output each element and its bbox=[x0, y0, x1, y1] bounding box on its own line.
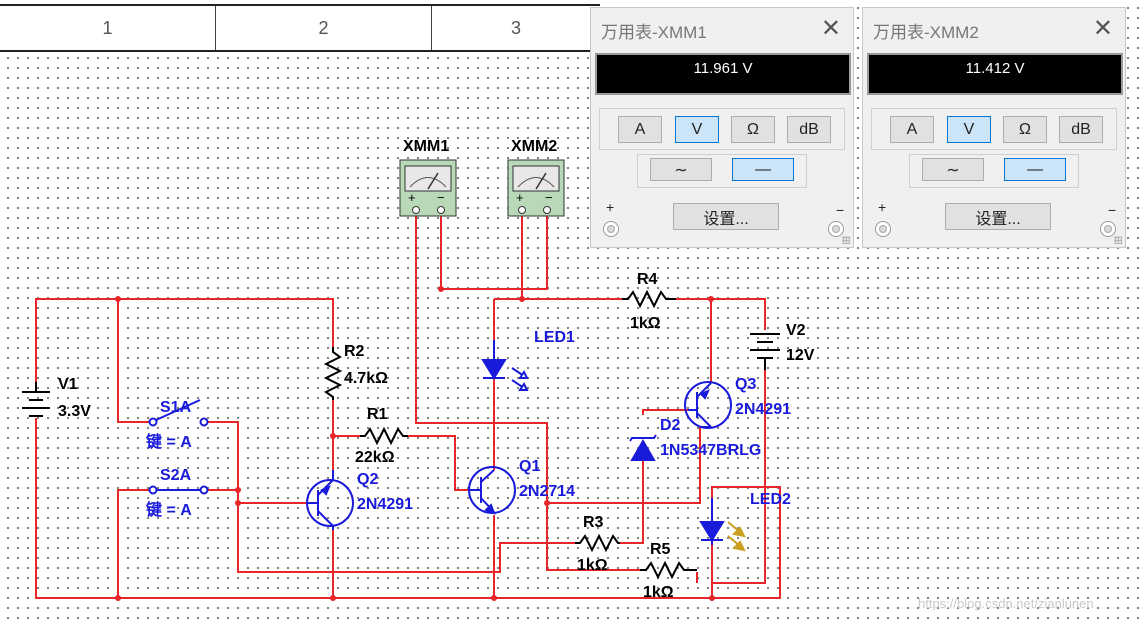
resistor-r2[interactable] bbox=[323, 347, 343, 400]
s2a-key: 键 = A bbox=[145, 500, 192, 519]
led-2[interactable] bbox=[699, 498, 746, 552]
r5-name: R5 bbox=[650, 541, 671, 558]
mode-button-group: A V Ω dB bbox=[599, 108, 845, 150]
r5-value: 1kΩ bbox=[643, 584, 674, 601]
r4-name: R4 bbox=[637, 271, 658, 288]
ruler-cell-2: 2 bbox=[216, 6, 432, 50]
plus-sign: + bbox=[606, 199, 615, 215]
decibel-mode-button[interactable]: dB bbox=[787, 116, 831, 143]
settings-button[interactable]: 设置... bbox=[673, 203, 779, 230]
minus-sign: − bbox=[836, 202, 845, 218]
resize-grip[interactable] bbox=[842, 236, 850, 244]
panel-title: 万用表-XMM1 bbox=[601, 23, 707, 42]
voltmeter-mode-button[interactable]: V bbox=[947, 116, 991, 143]
r1-name: R1 bbox=[367, 406, 388, 423]
svg-text:+: + bbox=[408, 190, 416, 205]
ammeter-mode-button[interactable]: A bbox=[618, 116, 662, 143]
d2-name: D2 bbox=[660, 417, 681, 434]
sheet-border-ruler: 1 2 3 bbox=[0, 4, 600, 52]
plus-sign: + bbox=[878, 199, 887, 215]
r3-value: 1kΩ bbox=[577, 557, 608, 574]
resistor-r4[interactable] bbox=[622, 289, 676, 309]
v2-name: V2 bbox=[786, 322, 806, 339]
led-1[interactable] bbox=[481, 340, 529, 391]
v2-value: 12V bbox=[786, 347, 815, 364]
d2-model: 1N5347BRLG bbox=[660, 442, 761, 459]
reading-display: 11.961 V bbox=[595, 53, 851, 95]
q3-name: Q3 bbox=[735, 376, 756, 393]
r1-value: 22kΩ bbox=[355, 449, 395, 466]
multimeter-panel-xmm1[interactable]: 万用表-XMM1 ✕ 11.961 V A V Ω dB ∼ — 设置... +… bbox=[590, 7, 854, 248]
junctions bbox=[115, 286, 715, 601]
ohmmeter-mode-button[interactable]: Ω bbox=[1003, 116, 1047, 143]
zener-d2[interactable] bbox=[629, 434, 657, 461]
watermark: https://blog.csdn.net/zianlunen bbox=[918, 596, 1094, 611]
negative-terminal[interactable] bbox=[1100, 221, 1116, 237]
panel-title: 万用表-XMM2 bbox=[873, 23, 979, 42]
ruler-cell-3: 3 bbox=[510, 17, 521, 38]
battery-v2[interactable] bbox=[750, 333, 780, 370]
v1-value: 3.3V bbox=[58, 403, 91, 420]
transistor-q3[interactable] bbox=[684, 381, 732, 429]
ac-button[interactable]: ∼ bbox=[650, 158, 712, 181]
mode-button-group: A V Ω dB bbox=[871, 108, 1117, 150]
resistor-r5[interactable] bbox=[640, 560, 697, 580]
s1a-key: 键 = A bbox=[145, 432, 192, 451]
led1-name: LED1 bbox=[534, 329, 575, 346]
switch-s2a[interactable] bbox=[148, 485, 209, 495]
resistor-r3[interactable] bbox=[575, 533, 620, 553]
transistor-q2[interactable] bbox=[306, 470, 354, 530]
signal-button-group: ∼ — bbox=[637, 154, 807, 188]
r2-name: R2 bbox=[344, 343, 365, 360]
minus-sign: − bbox=[1108, 202, 1117, 218]
close-icon[interactable]: ✕ bbox=[820, 15, 841, 42]
r4-value: 1kΩ bbox=[630, 315, 661, 332]
ruler-cell-1: 1 bbox=[0, 6, 216, 50]
led2-name: LED2 bbox=[750, 491, 791, 508]
reading-display: 11.412 V bbox=[867, 53, 1123, 95]
dc-button[interactable]: — bbox=[732, 158, 794, 181]
settings-button[interactable]: 设置... bbox=[945, 203, 1051, 230]
wires bbox=[35, 215, 781, 599]
positive-terminal[interactable] bbox=[875, 221, 891, 237]
r3-name: R3 bbox=[583, 514, 604, 531]
negative-terminal[interactable] bbox=[828, 221, 844, 237]
resize-grip[interactable] bbox=[1114, 236, 1122, 244]
switch-s1a[interactable] bbox=[148, 399, 209, 427]
ac-button[interactable]: ∼ bbox=[922, 158, 984, 181]
signal-button-group: ∼ — bbox=[909, 154, 1079, 188]
s1a-name: S1A bbox=[160, 399, 192, 416]
dc-button[interactable]: — bbox=[1004, 158, 1066, 181]
voltmeter-mode-button[interactable]: V bbox=[675, 116, 719, 143]
q3-model: 2N4291 bbox=[735, 401, 791, 418]
ammeter-mode-button[interactable]: A bbox=[890, 116, 934, 143]
v1-name: V1 bbox=[58, 376, 78, 393]
svg-text:+: + bbox=[516, 190, 524, 205]
q2-name: Q2 bbox=[357, 471, 378, 488]
r2-value: 4.7kΩ bbox=[344, 370, 388, 387]
resistor-r1[interactable] bbox=[360, 426, 408, 446]
multimeter-panel-xmm2[interactable]: 万用表-XMM2 ✕ 11.412 V A V Ω dB ∼ — 设置... +… bbox=[862, 7, 1126, 248]
close-icon[interactable]: ✕ bbox=[1092, 15, 1113, 42]
battery-v1[interactable] bbox=[22, 382, 50, 417]
ohmmeter-mode-button[interactable]: Ω bbox=[731, 116, 775, 143]
svg-text:−: − bbox=[545, 190, 553, 205]
xmm1-label: XMM1 bbox=[403, 138, 449, 155]
q2-model: 2N4291 bbox=[357, 496, 413, 513]
multimeter-xmm2-icon[interactable]: + − bbox=[507, 159, 565, 217]
s2a-name: S2A bbox=[160, 467, 192, 484]
svg-text:−: − bbox=[437, 190, 445, 205]
xmm2-label: XMM2 bbox=[511, 138, 557, 155]
multimeter-xmm1-icon[interactable]: + − bbox=[399, 159, 457, 217]
q1-model: 2N2714 bbox=[519, 483, 575, 500]
q1-name: Q1 bbox=[519, 458, 540, 475]
transistor-q1[interactable] bbox=[468, 466, 516, 515]
positive-terminal[interactable] bbox=[603, 221, 619, 237]
decibel-mode-button[interactable]: dB bbox=[1059, 116, 1103, 143]
